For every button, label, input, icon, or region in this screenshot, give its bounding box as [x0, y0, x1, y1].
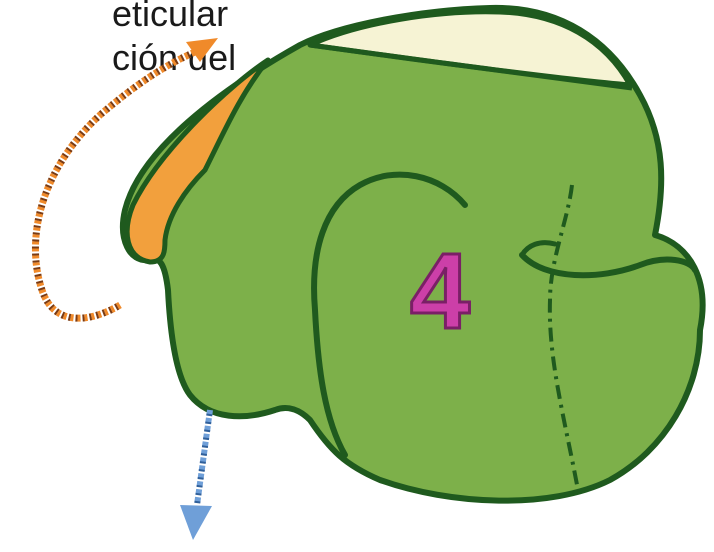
stage-number-label: 4 [410, 230, 470, 351]
down-arrow-icon [180, 410, 212, 540]
